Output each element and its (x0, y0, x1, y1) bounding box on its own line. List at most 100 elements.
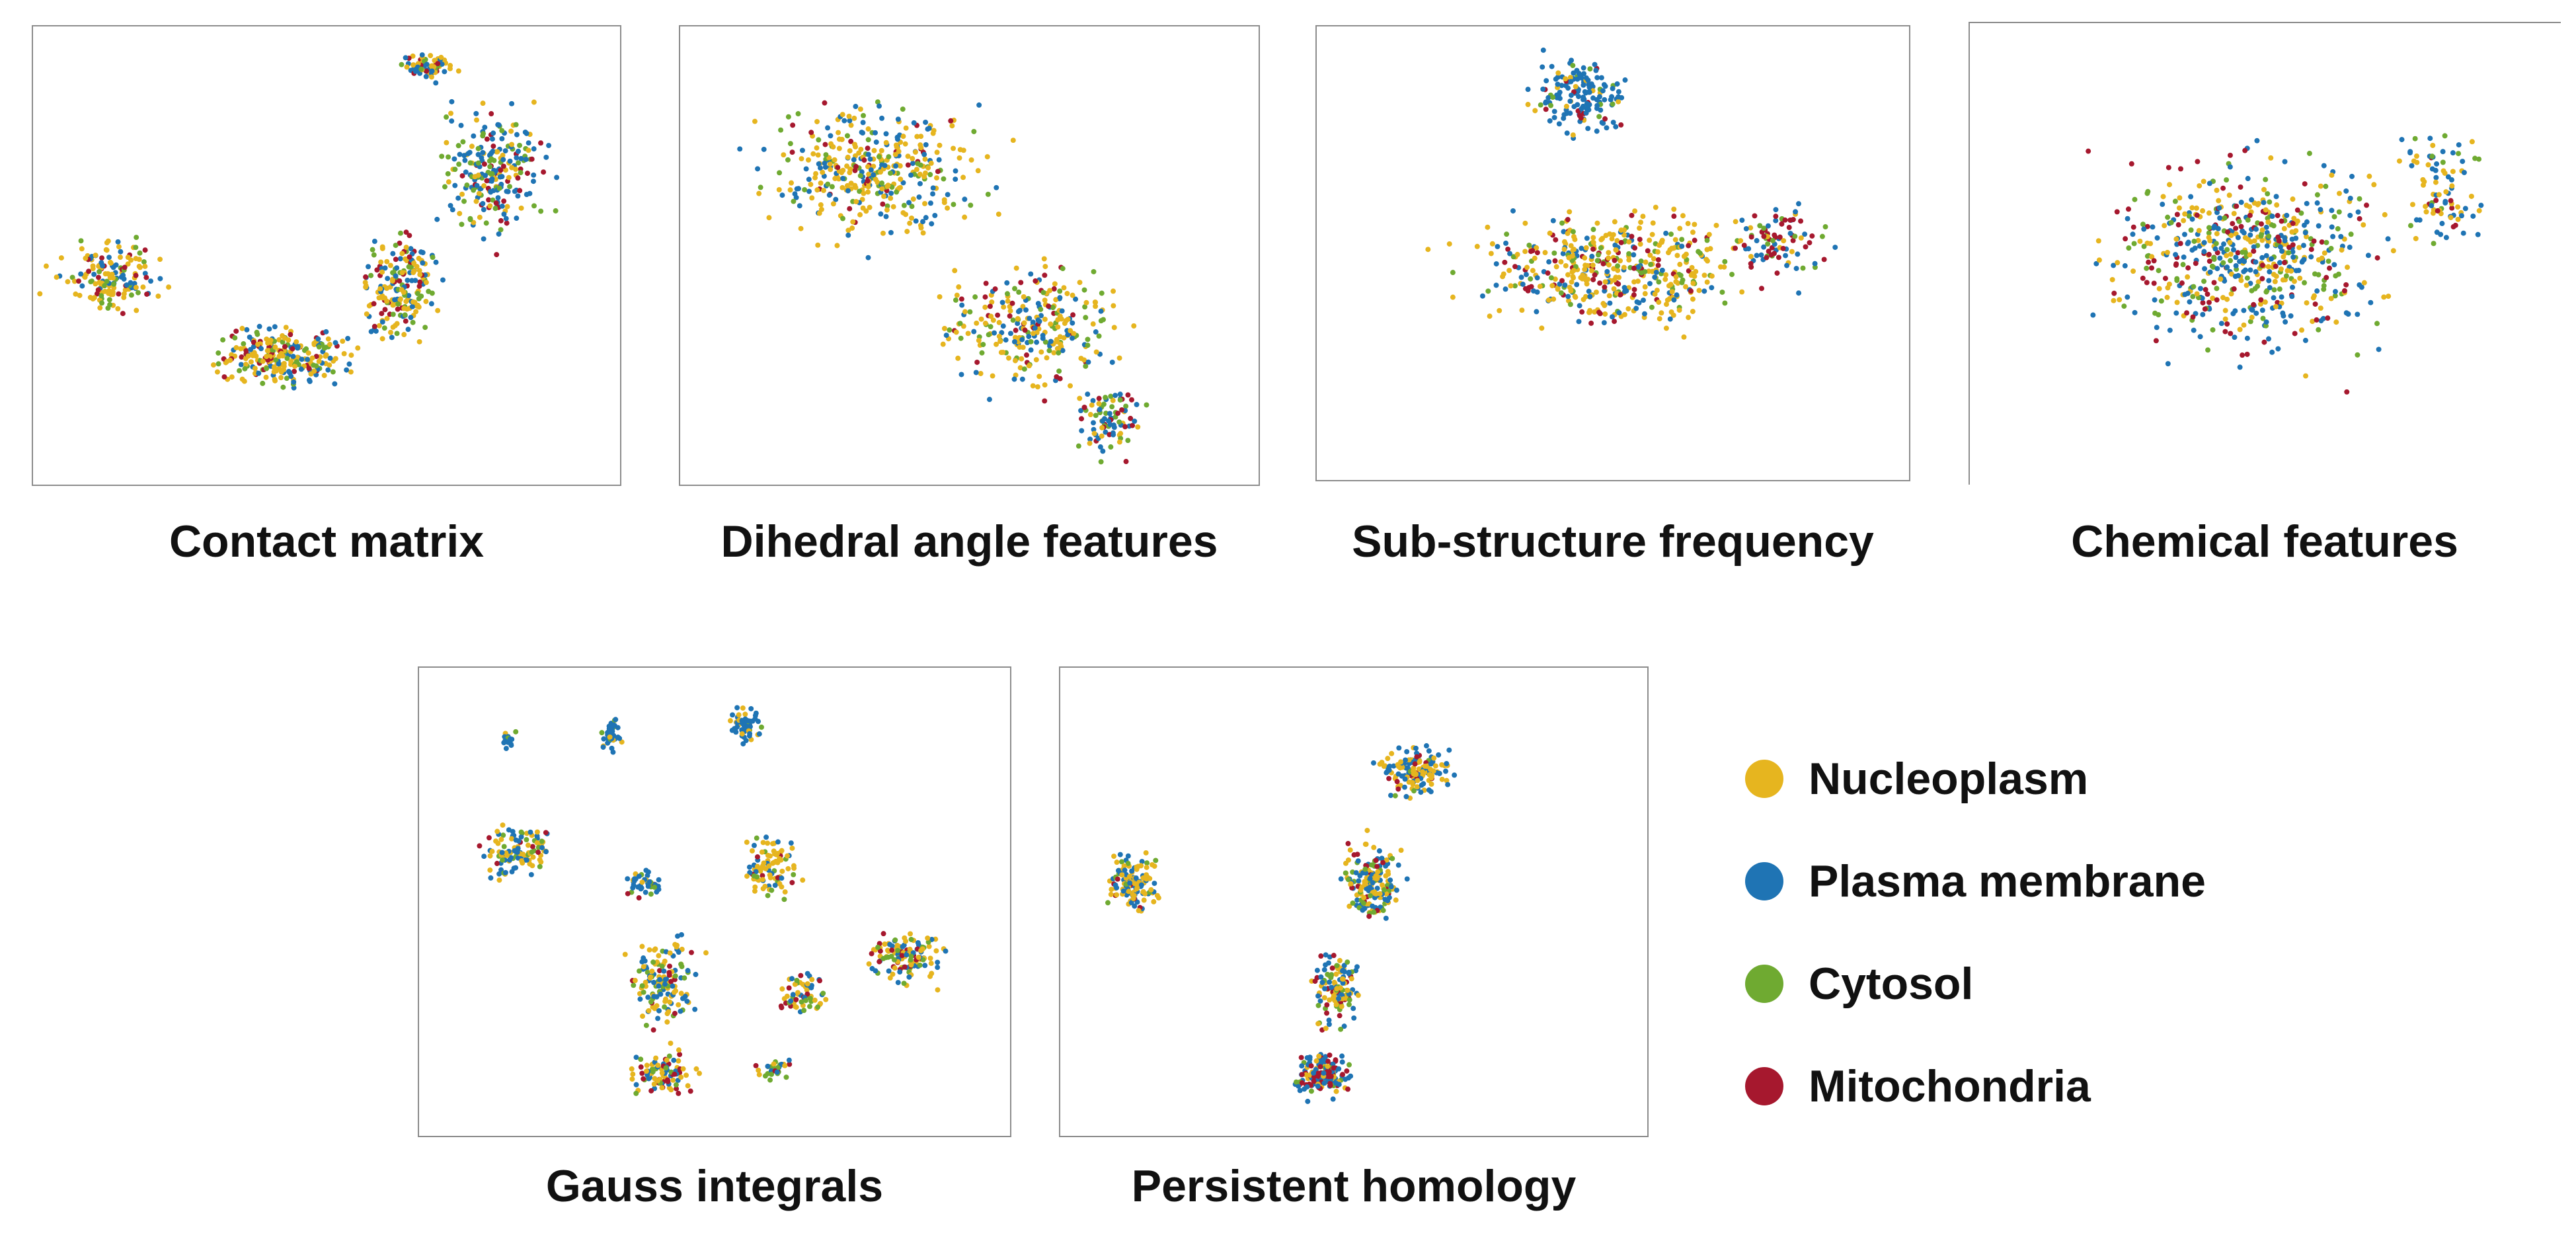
scatter-point-nucleoplasm (278, 350, 284, 356)
scatter-point-plasma-membrane (482, 124, 488, 130)
scatter-point-nucleoplasm (413, 309, 419, 315)
scatter-point-plasma-membrane (527, 829, 533, 835)
scatter-point-mitochondria (541, 169, 547, 175)
scatter-point-cytosol (2325, 259, 2331, 264)
scatter-point-nucleoplasm (1338, 985, 1343, 991)
scatter-point-cytosol (794, 977, 800, 983)
scatter-point-nucleoplasm (857, 106, 863, 112)
scatter-point-nucleoplasm (498, 836, 504, 842)
scatter-point-nucleoplasm (1333, 971, 1339, 977)
scatter-point-cytosol (1085, 342, 1091, 348)
scatter-point-mitochondria (2214, 250, 2220, 256)
scatter-point-plasma-membrane (2267, 269, 2273, 275)
scatter-point-nucleoplasm (448, 110, 453, 116)
scatter-point-plasma-membrane (1323, 952, 1329, 958)
scatter-point-cytosol (2302, 280, 2308, 286)
scatter-point-nucleoplasm (1111, 854, 1117, 859)
scatter-point-nucleoplasm (1371, 844, 1377, 850)
scatter-point-nucleoplasm (960, 175, 966, 180)
scatter-point-plasma-membrane (1070, 335, 1075, 341)
scatter-point-nucleoplasm (853, 184, 859, 190)
scatter-point-nucleoplasm (1130, 891, 1136, 897)
scatter-point-nucleoplasm (1625, 306, 1631, 312)
scatter-point-cytosol (1096, 333, 1102, 339)
scatter-point-mitochondria (490, 143, 496, 149)
scatter-point-cytosol (1450, 270, 1456, 276)
scatter-point-nucleoplasm (765, 852, 771, 858)
scatter-point-nucleoplasm (664, 1011, 670, 1017)
scatter-point-plasma-membrane (409, 278, 415, 284)
scatter-point-plasma-membrane (2365, 253, 2371, 259)
scatter-point-nucleoplasm (1034, 384, 1040, 390)
scatter-point-nucleoplasm (814, 187, 820, 193)
scatter-point-cytosol (861, 112, 867, 118)
scatter-point-cytosol (857, 188, 863, 194)
scatter-point-nucleoplasm (1508, 283, 1514, 289)
scatter-point-plasma-membrane (1567, 99, 1573, 104)
scatter-point-cytosol (1382, 887, 1387, 893)
scatter-point-nucleoplasm (1551, 296, 1557, 302)
scatter-point-mitochondria (848, 138, 854, 144)
scatter-point-cytosol (273, 357, 279, 363)
scatter-point-plasma-membrane (2478, 202, 2484, 208)
scatter-point-plasma-membrane (806, 177, 812, 182)
scatter-point-cytosol (648, 999, 654, 1005)
scatter-point-nucleoplasm (1657, 242, 1662, 248)
scatter-point-nucleoplasm (761, 860, 767, 866)
scatter-point-plasma-membrane (1385, 898, 1391, 904)
scatter-point-nucleoplasm (2255, 200, 2261, 206)
scatter-point-cytosol (2180, 262, 2186, 268)
scatter-point-nucleoplasm (742, 711, 748, 717)
scatter-point-plasma-membrane (2345, 311, 2351, 317)
scatter-point-nucleoplasm (779, 868, 785, 874)
scatter-point-nucleoplasm (487, 853, 493, 859)
scatter-point-nucleoplasm (1126, 889, 1132, 895)
scatter-point-cytosol (1108, 393, 1114, 399)
scatter-point-nucleoplasm (845, 154, 851, 160)
scatter-point-nucleoplasm (384, 298, 390, 304)
scatter-point-plasma-membrane (1575, 102, 1581, 108)
scatter-point-nucleoplasm (416, 255, 422, 261)
scatter-point-nucleoplasm (908, 931, 914, 937)
scatter-point-cytosol (1642, 268, 1648, 274)
scatter-point-cytosol (1538, 102, 1543, 108)
scatter-point-mitochondria (877, 948, 883, 954)
scatter-point-cytosol (399, 61, 405, 67)
scatter-point-cytosol (2472, 155, 2478, 161)
scatter-plot-sub-structure (1425, 47, 1838, 340)
scatter-point-nucleoplasm (918, 134, 924, 140)
scatter-point-plasma-membrane (962, 196, 968, 202)
scatter-point-plasma-membrane (2218, 321, 2224, 327)
scatter-point-nucleoplasm (1563, 263, 1569, 268)
scatter-point-nucleoplasm (1038, 349, 1044, 355)
scatter-point-plasma-membrane (1663, 230, 1669, 236)
scatter-point-plasma-membrane (371, 239, 377, 245)
scatter-point-cytosol (1668, 231, 1674, 237)
scatter-point-nucleoplasm (2430, 142, 2436, 148)
scatter-point-plasma-membrane (1793, 209, 1799, 215)
scatter-point-cytosol (802, 998, 808, 1004)
scatter-point-nucleoplasm (1733, 219, 1738, 225)
scatter-point-nucleoplasm (2176, 205, 2182, 211)
scatter-point-mitochondria (1786, 225, 1792, 231)
scatter-panel-contact-matrix (32, 25, 621, 486)
scatter-point-plasma-membrane (2185, 241, 2191, 247)
scatter-point-mitochondria (1780, 245, 1786, 251)
scatter-point-mitochondria (668, 978, 674, 984)
scatter-point-nucleoplasm (2468, 193, 2474, 199)
scatter-point-plasma-membrane (451, 156, 457, 162)
scatter-point-cytosol (1056, 350, 1062, 356)
scatter-point-nucleoplasm (1053, 297, 1059, 303)
scatter-point-cytosol (88, 279, 94, 285)
scatter-point-nucleoplasm (1052, 281, 1058, 287)
scatter-point-plasma-membrane (2242, 267, 2248, 273)
scatter-point-nucleoplasm (2228, 291, 2234, 297)
scatter-point-cytosol (844, 133, 850, 139)
scatter-point-nucleoplasm (379, 269, 385, 275)
scatter-point-nucleoplasm (848, 122, 854, 128)
scatter-point-cytosol (2152, 310, 2158, 316)
panel-title-persistent-homology: Persistent homology (1131, 1161, 1577, 1211)
scatter-point-cytosol (884, 203, 890, 209)
scatter-point-nucleoplasm (789, 180, 795, 186)
scatter-point-nucleoplasm (995, 211, 1001, 217)
